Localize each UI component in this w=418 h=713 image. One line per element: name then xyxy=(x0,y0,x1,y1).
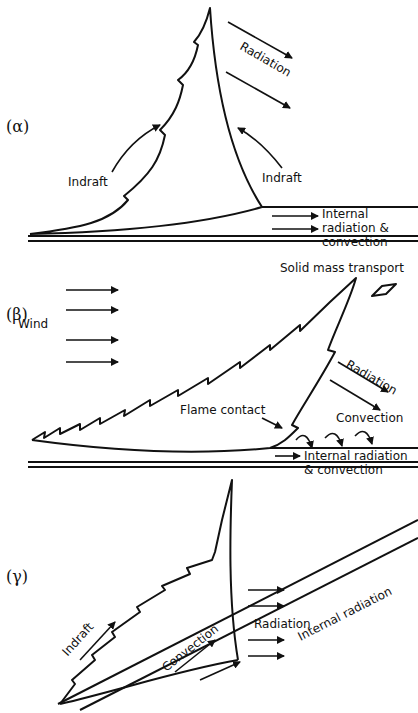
flow-label: Indraft xyxy=(68,176,108,190)
contact-label: Flame contact xyxy=(180,404,265,418)
panel-label: (α) xyxy=(6,118,29,136)
flow-label: Indraft xyxy=(60,620,97,659)
heat-label: Convection xyxy=(336,412,403,426)
heat-label: Radiation xyxy=(237,40,293,80)
heat-label: Internal radiation & convection xyxy=(304,450,414,478)
heat-label: Internal radiation & convection xyxy=(322,208,414,249)
heat-label: Convection xyxy=(160,623,222,675)
panel-label: (γ) xyxy=(6,568,28,586)
ember-label: Solid mass transport xyxy=(280,262,404,276)
wind-label: Wind xyxy=(18,318,48,332)
heat-label: Internal radiation xyxy=(296,585,395,644)
flow-label: Indraft xyxy=(262,172,302,186)
